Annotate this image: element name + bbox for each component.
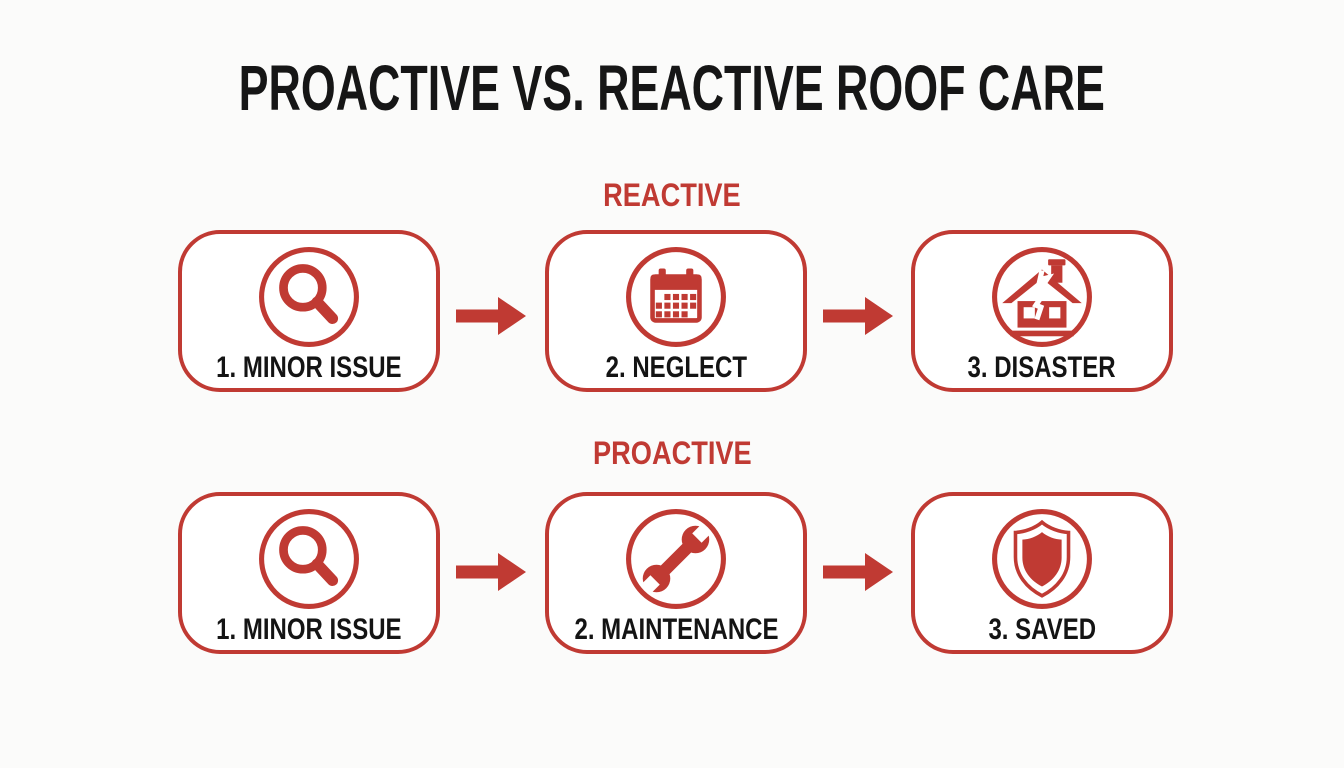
step-box-proactive-saved: 3. SAVED xyxy=(911,492,1173,654)
magnifier-icon xyxy=(259,247,359,347)
step-box-reactive-minor-issue: 1. MINOR ISSUE xyxy=(178,230,440,392)
damaged-house-icon xyxy=(992,247,1092,347)
step-label: 1. MINOR ISSUE xyxy=(216,351,402,384)
arrow-right-icon xyxy=(456,297,526,335)
page-title-text: PROACTIVE VS. REACTIVE ROOF CARE xyxy=(238,52,1106,124)
reactive-row-label: REACTIVE xyxy=(603,177,741,213)
shield-icon xyxy=(992,509,1092,609)
arrow-right-icon xyxy=(456,553,526,591)
step-label: 3. DISASTER xyxy=(967,351,1117,384)
arrow-right-icon xyxy=(823,297,893,335)
step-label: 2. MAINTENANCE xyxy=(574,613,779,646)
arrow-right-icon xyxy=(823,553,893,591)
step-label: 1. MINOR ISSUE xyxy=(216,613,402,646)
calendar-icon xyxy=(626,247,726,347)
wrench-icon xyxy=(626,509,726,609)
page-title: PROACTIVE VS. REACTIVE ROOF CARE xyxy=(0,56,1344,120)
step-box-proactive-maintenance: 2. MAINTENANCE xyxy=(545,492,807,654)
step-box-reactive-disaster: 3. DISASTER xyxy=(911,230,1173,392)
magnifier-icon xyxy=(259,509,359,609)
step-box-reactive-neglect: 2. NEGLECT xyxy=(545,230,807,392)
proactive-row-label: PROACTIVE xyxy=(592,435,752,471)
step-label: 3. SAVED xyxy=(988,613,1096,646)
step-box-proactive-minor-issue: 1. MINOR ISSUE xyxy=(178,492,440,654)
step-label: 2. NEGLECT xyxy=(605,351,747,384)
